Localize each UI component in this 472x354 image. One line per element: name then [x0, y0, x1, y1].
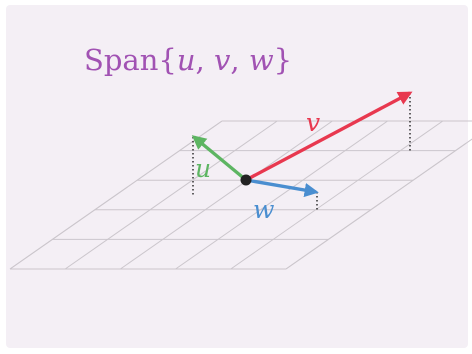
vector-w-arrow: [245, 178, 319, 198]
vector-w-label: w: [253, 195, 274, 224]
grid-plane: [9, 120, 472, 270]
vector-v-label: v: [306, 108, 320, 137]
projection-lines: [192, 93, 411, 210]
vector-v-arrow: [245, 91, 413, 182]
vector-u-label: u: [195, 154, 211, 183]
grid-lines: [9, 120, 467, 270]
span-title: Span{u, v, w}: [84, 43, 292, 77]
origin-point: [240, 174, 252, 186]
vector-u-arrow: [191, 135, 248, 182]
span-diagram-panel: [6, 5, 468, 348]
